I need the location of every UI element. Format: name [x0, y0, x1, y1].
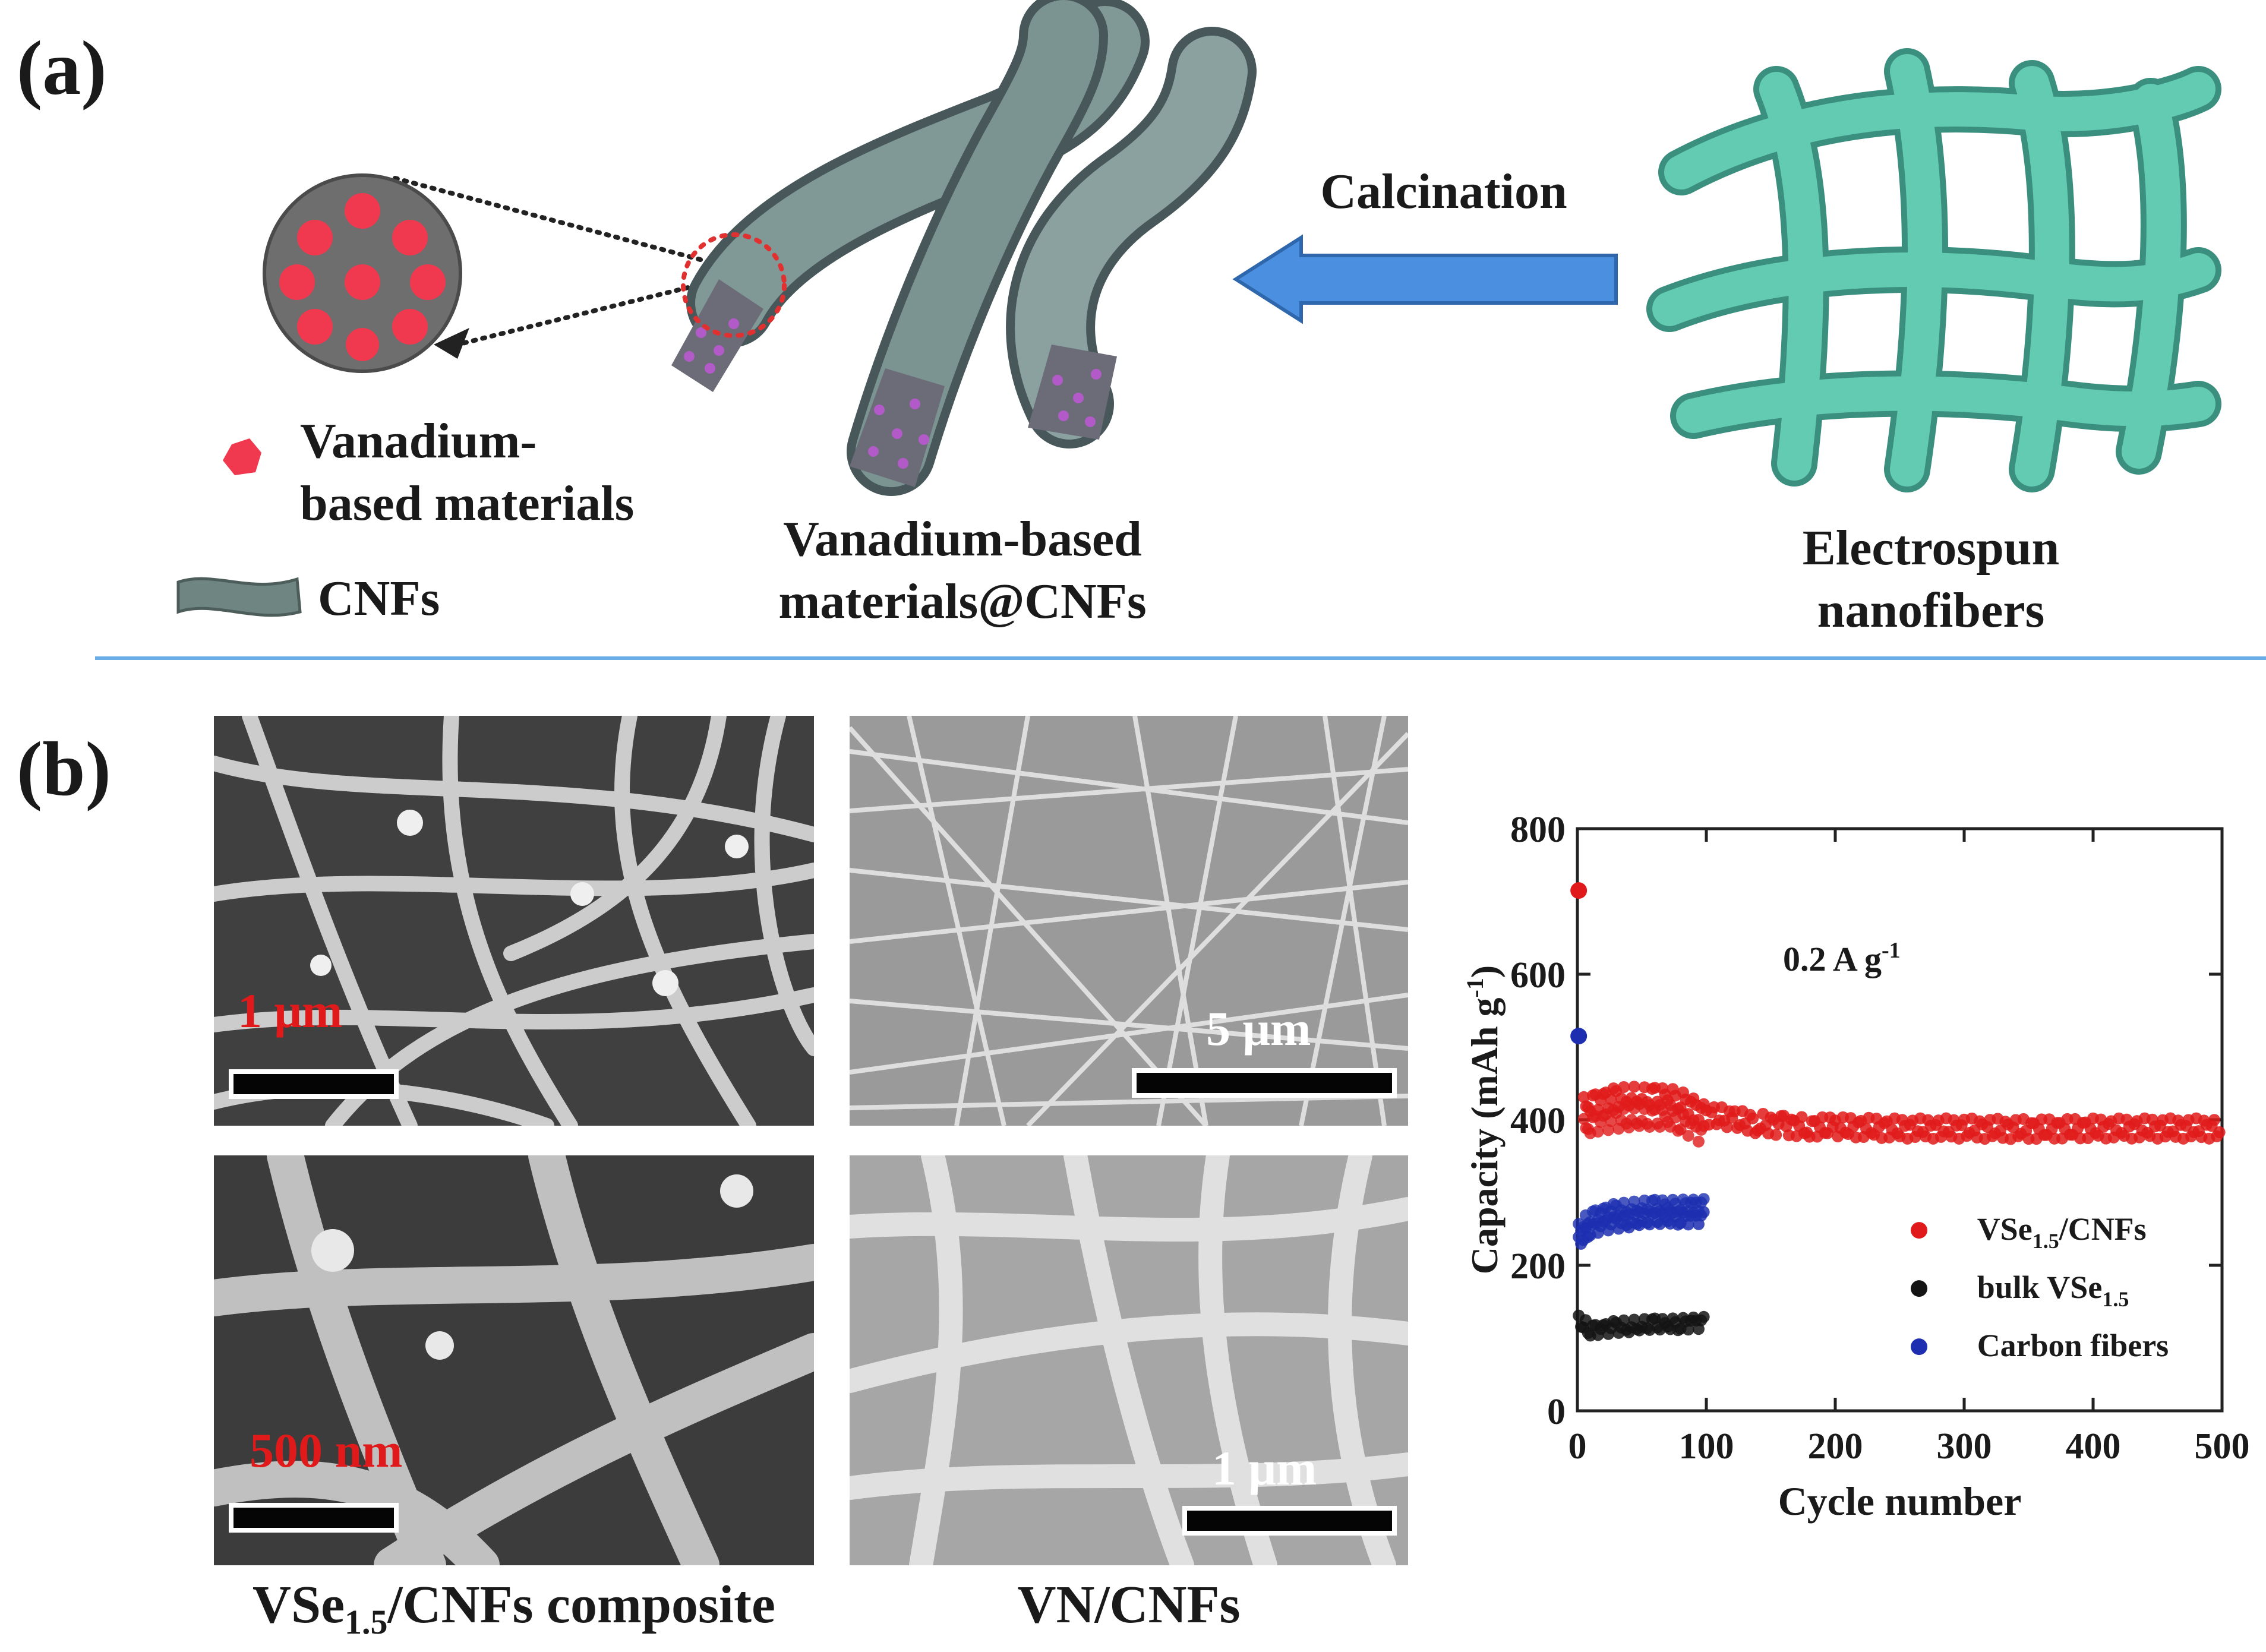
x-tick-label: 100: [1679, 1426, 1734, 1467]
composite-label: Vanadium-based materials@CNFs: [731, 508, 1194, 633]
caption-vse-sub: 1.5: [345, 1603, 388, 1641]
scale-bar-3: [229, 1503, 399, 1533]
legend-marker-0: [1911, 1222, 1928, 1239]
data-point: [1770, 1129, 1782, 1141]
panel-b-label: (b): [17, 726, 111, 812]
caption-vse-tail: /CNFs composite: [387, 1575, 775, 1634]
sem-image-vse-high-mag: [214, 1155, 814, 1565]
scale-label-3: 500 nm: [250, 1423, 403, 1477]
first-cycle-point: [1570, 882, 1588, 899]
data-point: [1628, 1313, 1640, 1326]
y-tick-label: 600: [1510, 955, 1566, 996]
data-point: [1692, 1135, 1705, 1148]
legend-cnfs-label: CNFs: [318, 571, 440, 626]
x-tick-label: 200: [1808, 1426, 1863, 1467]
data-point: [1795, 1111, 1808, 1123]
legend-label-2: Carbon fibers: [1977, 1328, 2169, 1363]
first-cycle-point: [1570, 1028, 1588, 1045]
x-tick-label: 400: [2066, 1426, 2121, 1467]
electrospun-label: Electrospun nanofibers: [1753, 517, 2109, 642]
current-density-annotation: 0.2 A g-1: [1783, 938, 1901, 978]
scale-bar-1: [229, 1069, 399, 1099]
sem-fibers-1: [214, 716, 814, 1126]
composite-label-line-1: Vanadium-based: [783, 511, 1142, 567]
legend-label-0: VSe1.5/CNFs: [1977, 1211, 2147, 1253]
data-point: [2213, 1126, 2226, 1139]
data-point: [1618, 1314, 1630, 1326]
scale-label-2: 5 μm: [1206, 1002, 1311, 1056]
data-point: [1682, 1129, 1694, 1142]
calcination-arrow: [1232, 234, 1618, 324]
x-tick-label: 500: [2195, 1426, 2250, 1467]
panel-a-schematic: [95, 0, 2266, 660]
data-point: [1592, 1126, 1604, 1138]
y-tick-label: 800: [1510, 810, 1566, 850]
cnf-cut-ends: [671, 279, 1117, 487]
cnf-bundle-icon: [686, 0, 1257, 496]
scale-bar-2: [1132, 1068, 1397, 1098]
legend-marker-2: [1911, 1338, 1928, 1356]
nanofiber-mesh-icon: [1646, 48, 2221, 492]
legend-vanadium-line-1: Vanadium-: [300, 413, 537, 469]
y-tick-label: 400: [1510, 1101, 1566, 1141]
sem-image-vn-low-mag: [850, 716, 1408, 1126]
y-axis-label: Capacity (mAh g-1): [1462, 965, 1506, 1274]
scale-label-4: 1 μm: [1212, 1441, 1317, 1495]
scale-label-1: 1 μm: [238, 984, 343, 1038]
cross-section-icon: [263, 173, 462, 373]
legend-marker-1: [1911, 1280, 1928, 1297]
data-point: [1628, 1195, 1640, 1208]
highlight-circle: [681, 232, 787, 338]
data-point: [1577, 1091, 1590, 1103]
legend-vanadium-label: Vanadium- based materials: [300, 410, 634, 535]
zoom-line-top: [393, 176, 709, 264]
calcination-label: Calcination: [1320, 164, 1567, 219]
cnf-legend-icon: [176, 577, 302, 617]
data-point: [1697, 1193, 1710, 1205]
scale-bar-4: [1182, 1506, 1397, 1536]
panel-a-label: (a): [17, 26, 107, 111]
data-point: [1618, 1081, 1630, 1093]
series-1-points: [1573, 1309, 1710, 1342]
data-point: [1721, 1121, 1733, 1133]
electrospun-label-line-2: nanofibers: [1817, 583, 2045, 638]
sem-image-vn-high-mag: [850, 1155, 1408, 1565]
series-2-points: [1570, 1028, 1710, 1250]
data-point: [1697, 1206, 1710, 1218]
sem-fibers-4: [850, 1155, 1408, 1565]
caption-vse-main: VSe: [253, 1575, 345, 1634]
caption-vse-composite: VSe1.5/CNFs composite: [214, 1574, 814, 1642]
zoom-arrowhead: [434, 328, 469, 359]
legend-vanadium-line-2: based materials: [300, 476, 635, 531]
data-point: [1747, 1112, 1759, 1125]
legend-label-1: bulk VSe1.5: [1977, 1269, 2129, 1311]
x-tick-label: 0: [1568, 1426, 1587, 1467]
sem-fibers-2: [850, 716, 1408, 1126]
y-tick-label: 200: [1510, 1246, 1566, 1287]
series-0-points: [1570, 882, 2226, 1148]
x-axis-label: Cycle number: [1778, 1479, 2022, 1524]
data-point: [1697, 1310, 1710, 1323]
data-point: [2208, 1114, 2220, 1126]
sem-fibers-3: [214, 1155, 814, 1565]
caption-vn-cnfs: VN/CNFs: [1017, 1575, 1241, 1634]
data-point: [1628, 1081, 1640, 1093]
data-point: [1602, 1124, 1615, 1136]
vanadium-dot-icon: [223, 438, 261, 475]
electrospun-label-line-1: Electrospun: [1802, 520, 2060, 576]
y-tick-label: 0: [1547, 1392, 1566, 1432]
composite-label-line-2: materials@CNFs: [778, 574, 1147, 629]
sem-image-vse-low-mag: [214, 716, 814, 1126]
zoom-line-bottom: [443, 277, 724, 350]
x-tick-label: 300: [1937, 1426, 1992, 1467]
